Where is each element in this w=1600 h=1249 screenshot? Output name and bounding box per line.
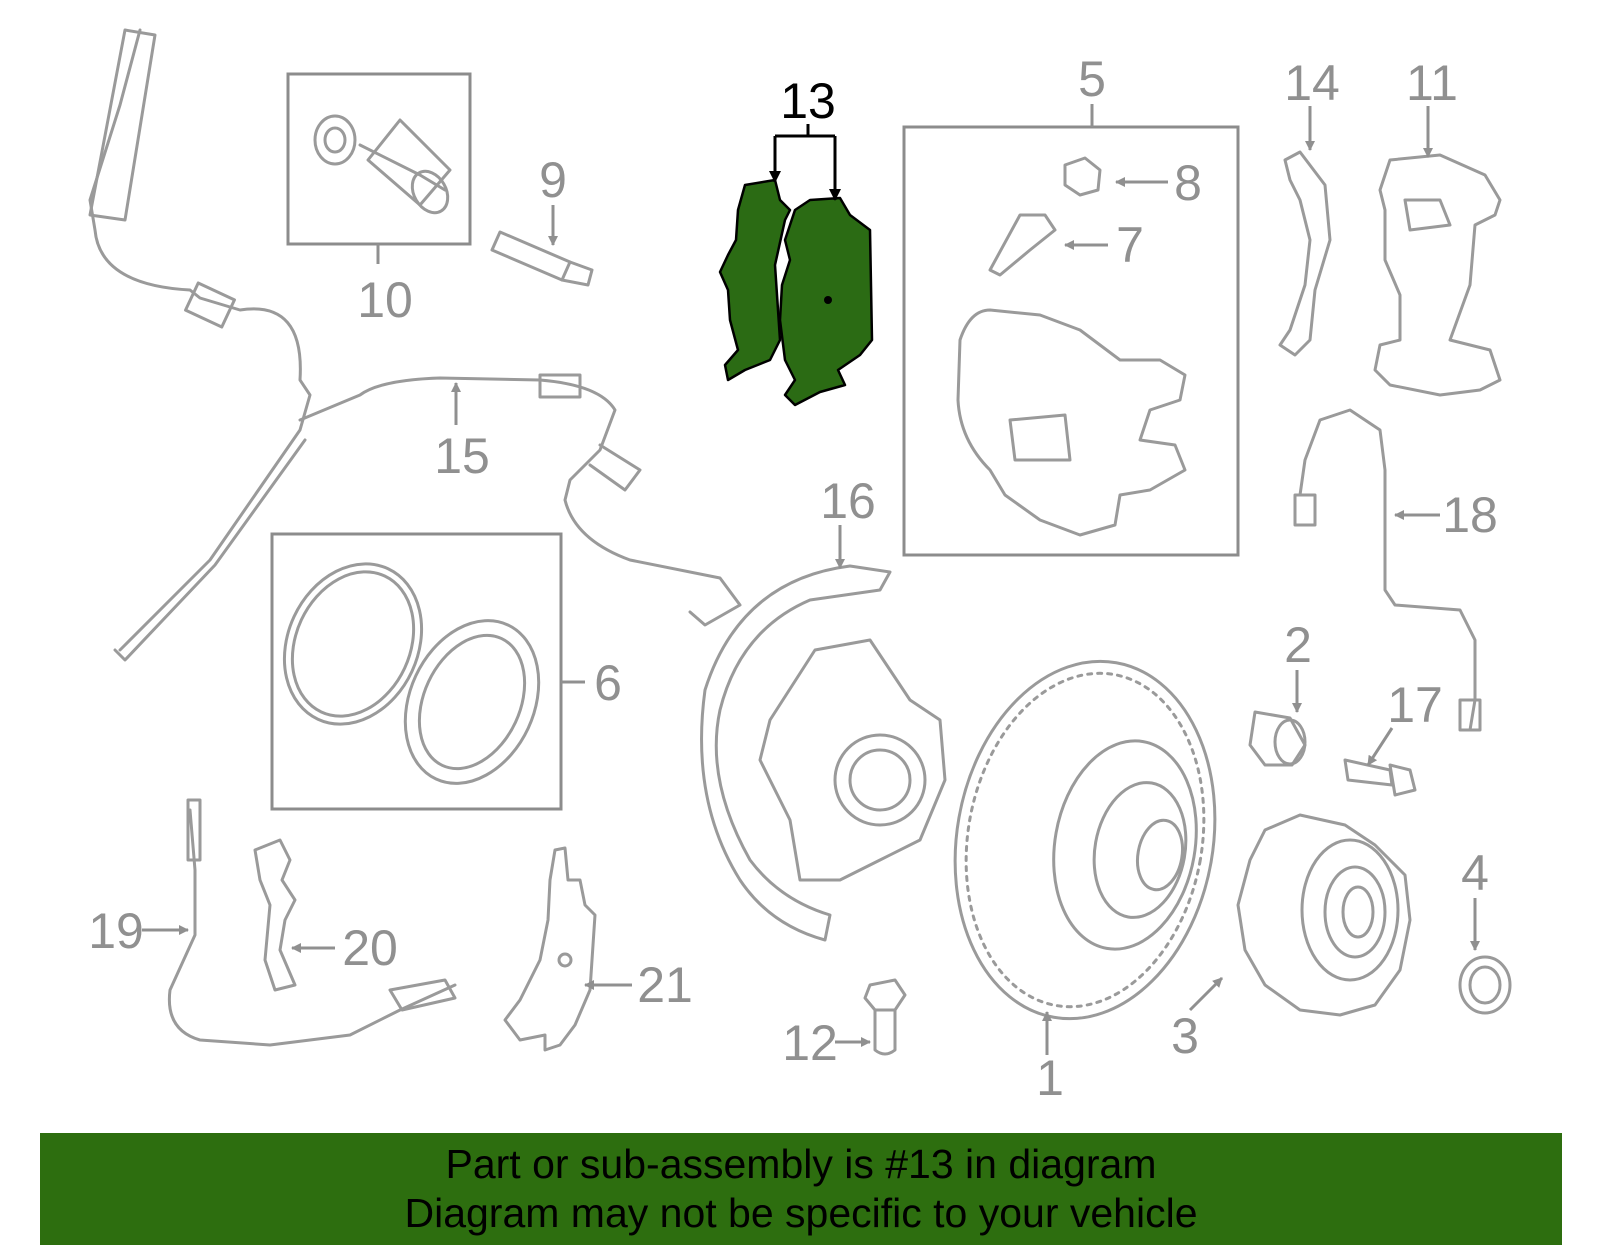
part-21-bracket [503,846,597,1052]
part-10-kit [286,72,472,246]
info-banner: Part or sub-assembly is #13 in diagram D… [40,1133,1562,1245]
part-17-bolt [1343,758,1417,797]
callout-7: 7 [1116,217,1144,273]
part-18-brake-hose [1293,408,1482,732]
callout-9: 9 [539,152,567,208]
callout-12: 12 [782,1015,838,1071]
banner-line-disclaimer: Diagram may not be specific to your vehi… [404,1190,1198,1236]
callout-14: 14 [1284,55,1340,111]
callout-18: 18 [1442,487,1498,543]
callout-20: 20 [342,920,398,976]
callout-4: 4 [1461,845,1489,901]
part-6-seal-kit [270,532,563,811]
banner-line-part: Part or sub-assembly is #13 in diagram [445,1141,1157,1187]
callout-2: 2 [1284,617,1312,673]
callout-19: 19 [88,903,144,959]
part-19-wear-sensor [167,798,457,1047]
part-12-bolt [863,978,907,1056]
part-20-clip [253,838,297,992]
part-5-caliper-box [902,125,1240,557]
callout-6: 6 [594,655,622,711]
part-2-bushing [1248,710,1307,767]
part-11-caliper-carrier [1373,153,1502,397]
callout-11: 11 [1406,55,1458,111]
callout-1: 1 [1036,1050,1064,1106]
part-15-harness [88,28,742,662]
part-4-nut [1458,955,1512,1015]
callout-15: 15 [434,428,490,484]
callout-8: 8 [1174,155,1202,211]
callout-10: 10 [357,272,413,328]
callout-16: 16 [820,473,876,529]
callout-21: 21 [637,957,693,1013]
part-9-guide-pin [490,230,594,287]
callout-5: 5 [1078,51,1106,107]
part-14-clip [1278,150,1332,357]
callout-3: 3 [1171,1008,1199,1064]
part-3-hub [1236,813,1412,1017]
callout-13: 13 [780,73,836,129]
part-1-rotor [953,659,1217,1021]
part-16-dust-shield [700,564,947,942]
parts-diagram: 5 8 7 14 11 9 10 15 16 18 6 2 17 4 19 20… [88,28,1512,1106]
callout-17: 17 [1387,677,1443,733]
part-13-brake-pads [718,178,874,407]
